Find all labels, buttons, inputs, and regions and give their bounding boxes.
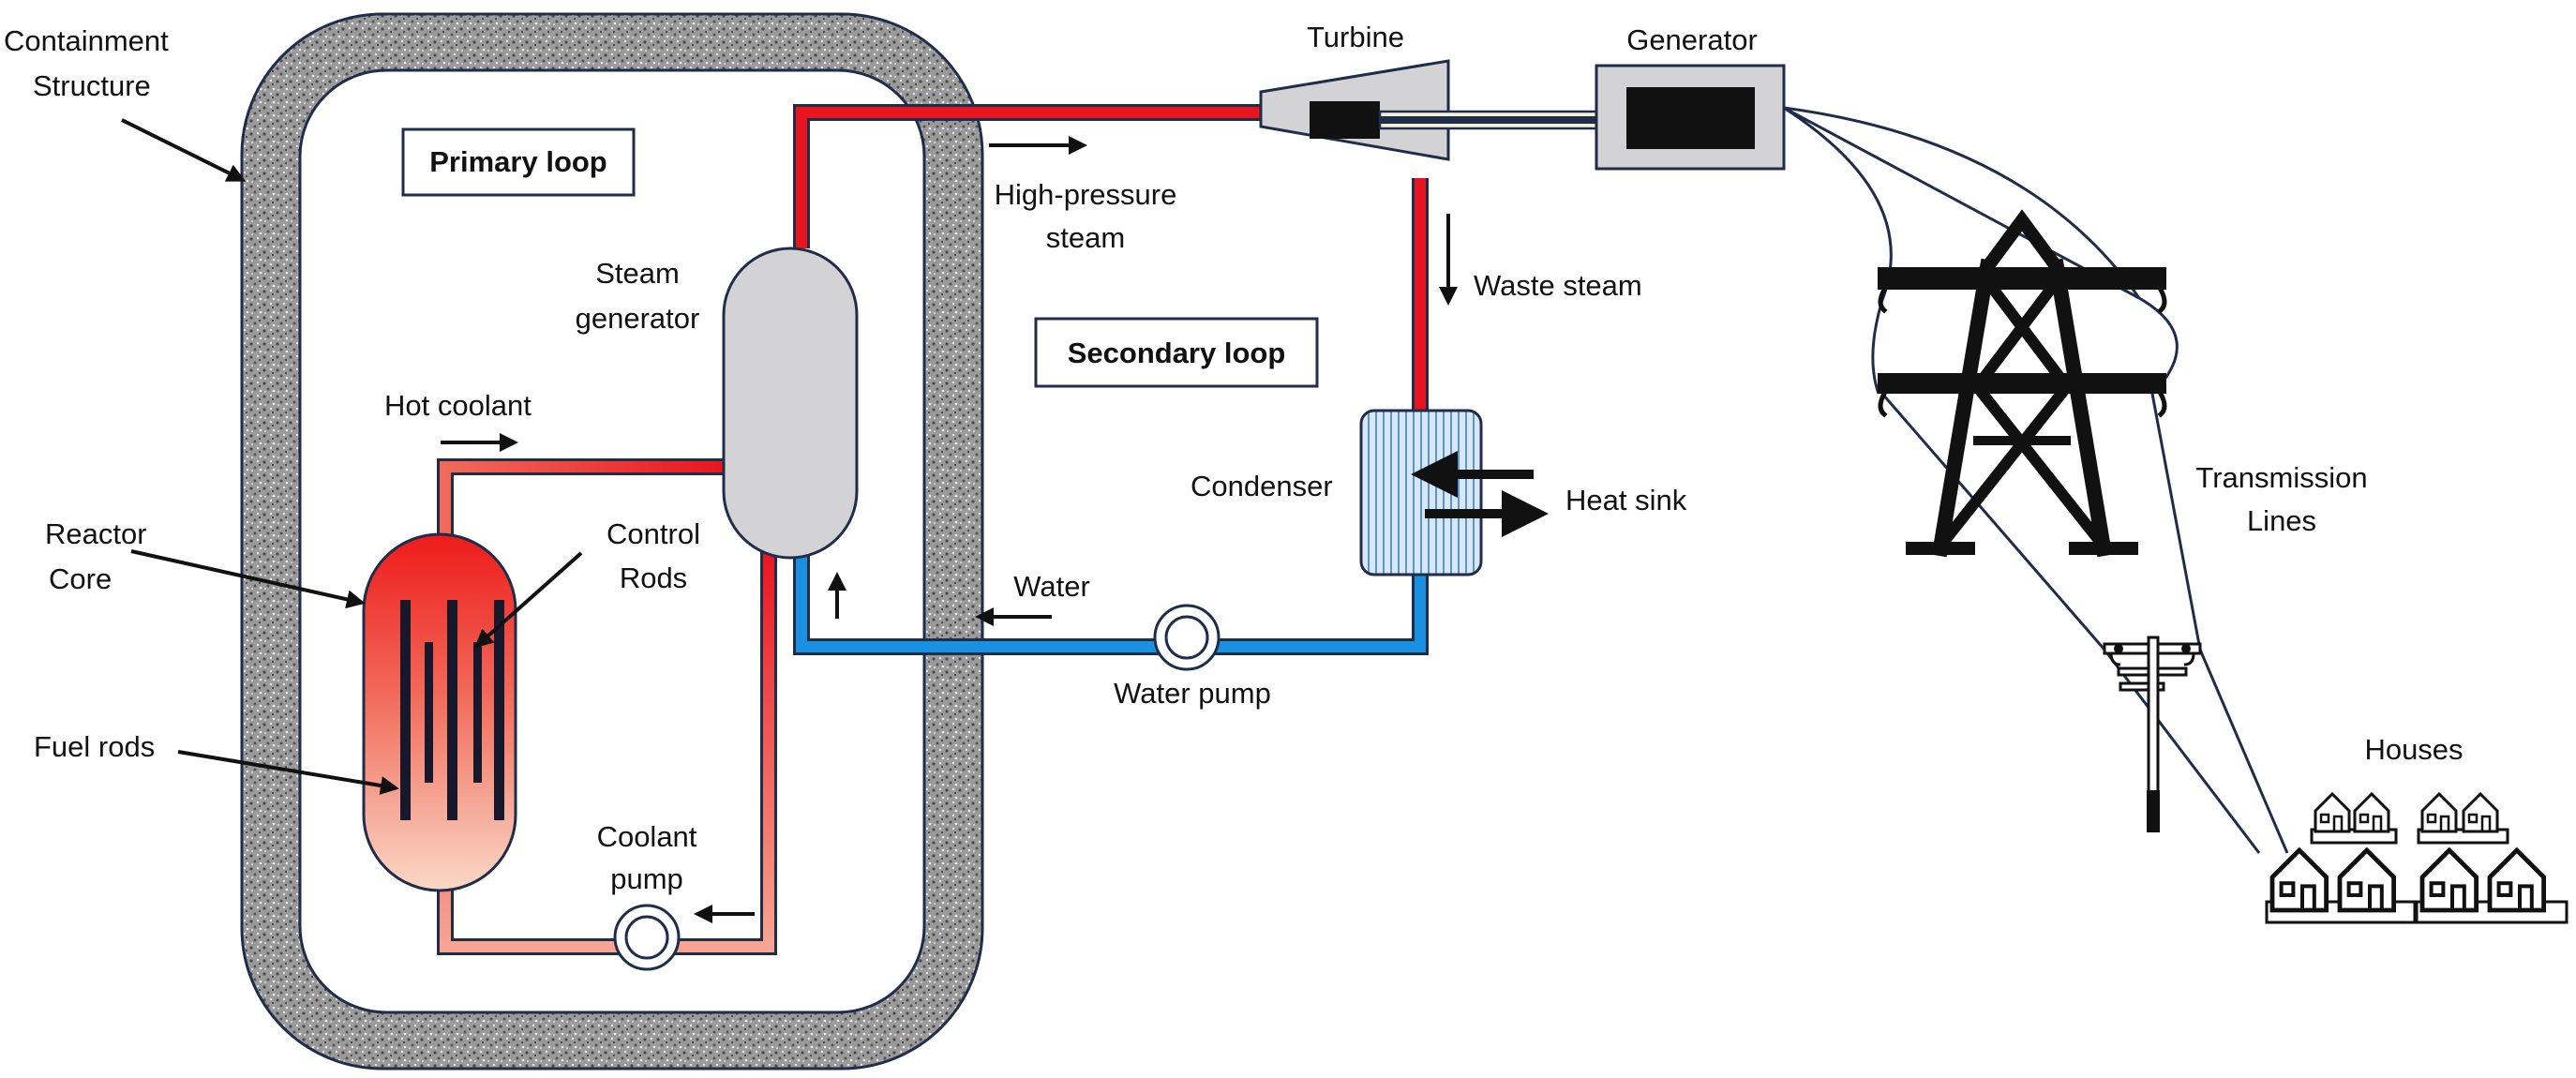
containment-label-line2: Structure [33,69,151,102]
transmission-lines-label-line1: Transmission [2195,461,2367,494]
house-icon-back-right [2417,792,2509,845]
reactor-core-label-line1: Reactor [45,517,147,550]
control-rods-pointer-arrow [474,551,583,649]
containment-pointer-arrow [121,118,247,182]
control-rods-label-line1: Control [607,517,700,550]
house-icon-front-left [2265,850,2417,924]
primary-loop-box [401,127,636,197]
fuel-rods-label: Fuel rods [34,730,155,763]
water-pump-label: Water pump [1114,677,1271,710]
generator-label: Generator [1626,23,1758,56]
house-icon-back-left [2310,792,2398,845]
water-label: Water [1013,570,1090,603]
steam-generator-vessel [722,247,859,560]
control-rods-label-line2: Rods [620,561,687,594]
containment-label-line1: Containment [4,24,169,57]
transmission-lines-label-line2: Lines [2247,504,2316,537]
fuel-rods [400,600,504,820]
fuel-rods-pointer-arrow [177,750,399,795]
waste-steam-label: Waste steam [1474,269,1642,302]
flow-arrows [121,118,1549,923]
high-pressure-steam-label-line2: steam [1046,221,1125,254]
houses-group [2265,792,2569,924]
steam-generator-label-line2: generator [576,302,700,335]
utility-pole [2103,636,2202,832]
generator [1595,64,1786,171]
secondary-loop-label: Secondary loop [1068,337,1286,369]
turbine [1259,59,1450,161]
primary-loop-label: Primary loop [429,145,607,178]
reactor-core-pointer-arrow [130,549,366,609]
condenser-unit [1359,409,1483,576]
coolant-pump-label-line1: Coolant [597,820,697,853]
hot-coolant-label: Hot coolant [384,389,532,422]
coolant-pump [613,904,681,971]
secondary-loop-box [1034,317,1319,388]
secondary-loop-pipes [793,104,1429,655]
water-pump [1153,604,1221,671]
heat-sink-label: Heat sink [1565,484,1687,517]
turbine-label: Turbine [1307,21,1404,53]
high-pressure-steam-label-line1: High-pressure [995,178,1177,211]
transmission-lines [1783,106,2289,854]
houses-label: Houses [2364,733,2463,766]
turbine-shaft [1378,110,1635,130]
transmission-tower [1878,209,2167,558]
house-icon-front-right [2415,850,2569,924]
condenser-label: Condenser [1191,470,1333,502]
reactor-core-label-line2: Core [49,562,112,595]
steam-generator-label-line1: Steam [595,257,680,290]
reactor-core-vessel [362,532,517,892]
control-rods [425,642,482,783]
coolant-pump-label-line2: pump [610,862,683,895]
